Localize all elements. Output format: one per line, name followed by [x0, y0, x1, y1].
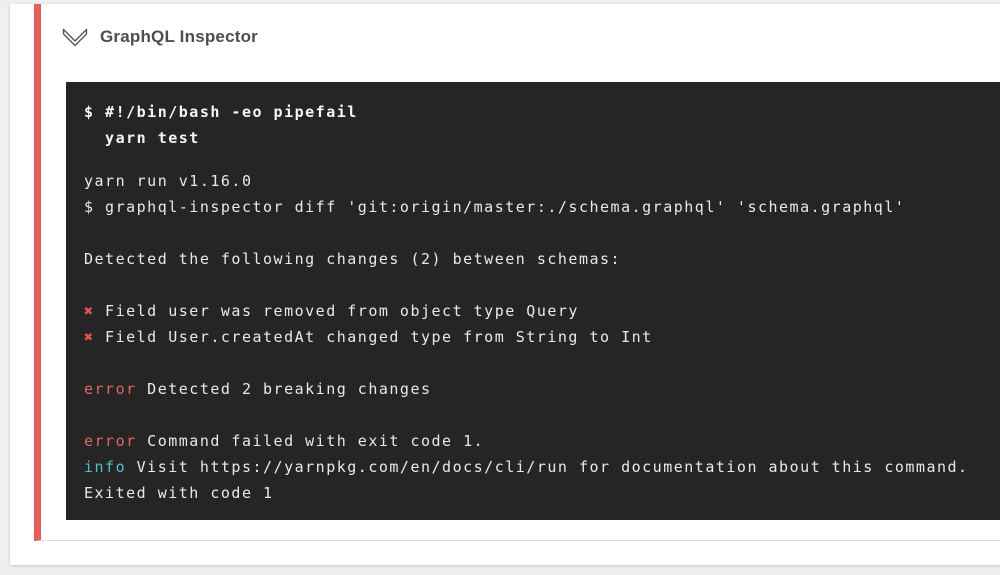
terminal-line-error-exit: error Command failed with exit code 1. — [84, 432, 485, 450]
terminal-blank-line — [84, 220, 1000, 246]
error-label: error — [84, 380, 137, 398]
terminal-blank-line — [84, 272, 1000, 298]
terminal-line-diff-command: $ graphql-inspector diff 'git:origin/mas… — [84, 198, 906, 216]
terminal-line-yarn-test: yarn test — [84, 129, 200, 147]
terminal-line-error-breaking: error Detected 2 breaking changes — [84, 380, 432, 398]
terminal-line-yarn-version: yarn run v1.16.0 — [84, 172, 253, 190]
terminal-line-breaking-change: ✖ Field User.createdAt changed type from… — [84, 328, 653, 346]
terminal-line-breaking-change: ✖ Field user was removed from object typ… — [84, 302, 579, 320]
build-step-card: GraphQL Inspector $ #!/bin/bash -eo pipe… — [10, 4, 1000, 565]
terminal-blank-line — [84, 402, 1000, 428]
error-label: error — [84, 432, 137, 450]
terminal-line-exited: Exited with code 1 — [84, 484, 274, 502]
step-title: GraphQL Inspector — [100, 27, 259, 46]
terminal-line-changes-summary: Detected the following changes (2) betwe… — [84, 250, 622, 268]
collapse-chevron-icon[interactable] — [62, 27, 88, 47]
terminal-output: $ #!/bin/bash -eo pipefail yarn test yar… — [66, 82, 1000, 520]
terminal-blank-line — [84, 350, 1000, 376]
terminal-blank-line — [84, 151, 1000, 168]
cross-icon: ✖ — [84, 302, 95, 320]
info-label: info — [84, 458, 127, 476]
terminal-line-shebang: $ #!/bin/bash -eo pipefail — [84, 103, 358, 121]
terminal-line-info-docs: info Visit https://yarnpkg.com/en/docs/c… — [84, 458, 969, 476]
step-header[interactable]: GraphQL Inspector — [41, 4, 1000, 49]
cross-icon: ✖ — [84, 328, 95, 346]
failed-step-section: GraphQL Inspector $ #!/bin/bash -eo pipe… — [34, 4, 1000, 541]
